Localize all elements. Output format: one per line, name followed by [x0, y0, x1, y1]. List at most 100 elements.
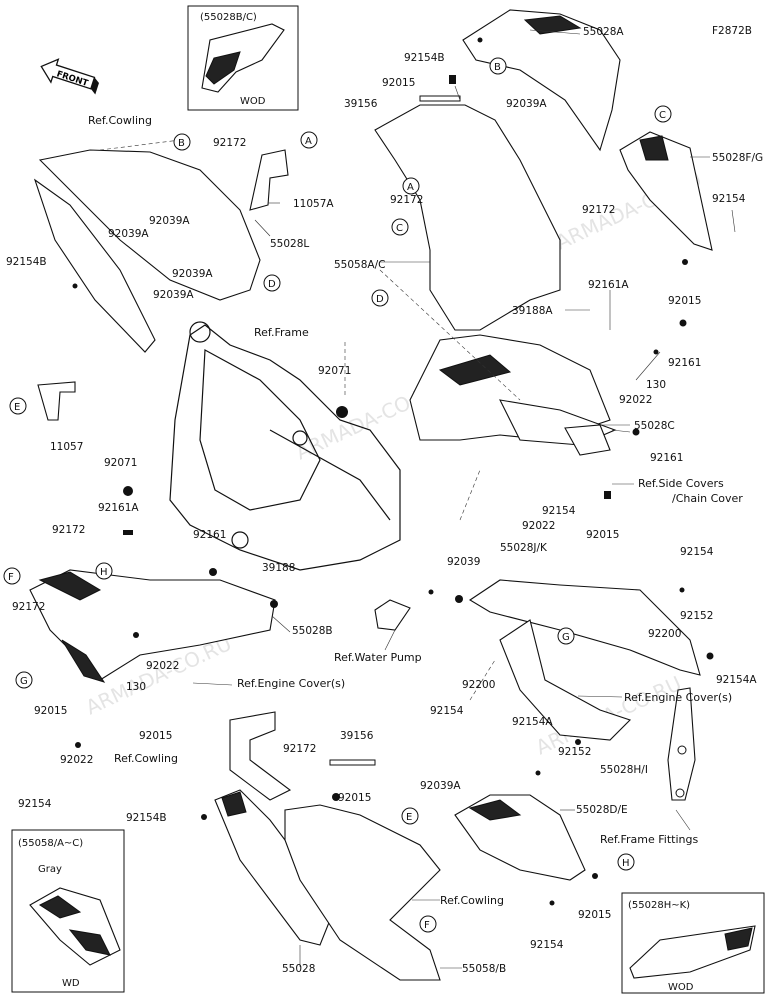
svg-text:D: D [268, 279, 276, 290]
label-92200: 92200 [462, 679, 495, 691]
inset-bottom-left-caption: WD [62, 978, 80, 989]
callout-f: F [3, 567, 21, 585]
ref-frame-fittings: Ref.Frame Fittings [600, 833, 698, 846]
label-92015: 92015 [34, 705, 67, 717]
diagram-code: F2872B [712, 25, 752, 37]
label-92161: 39188 [262, 562, 295, 574]
label-92015: 92015 [139, 730, 172, 742]
svg-text:G: G [562, 632, 570, 643]
label-92154: 92154 [680, 546, 714, 558]
label-92154: 92154 [542, 505, 576, 517]
label-92071: 92071 [104, 457, 137, 469]
ref-cowling: Ref.Cowling [88, 114, 152, 127]
inset-top: (55028B/C) WOD [187, 5, 299, 111]
inset-bottom-right: (55028H~K) WOD [621, 892, 765, 994]
label-92152: 92152 [558, 746, 591, 758]
callout-c: C [654, 105, 672, 123]
ref-side-covers: Ref.Side Covers [638, 477, 724, 490]
part-55058-B [284, 804, 441, 981]
svg-text:C: C [659, 110, 666, 121]
label-92172: 92172 [390, 194, 423, 206]
ref-cowling: Ref.Cowling [114, 752, 178, 765]
label-92039: 92039 [447, 556, 480, 568]
label-92161: 92161 [668, 357, 701, 369]
callout-h: H [95, 562, 113, 580]
label-130: 130 [126, 681, 146, 693]
label-92022: 92022 [619, 394, 652, 406]
label-92161: 92161 [193, 529, 226, 541]
front-arrow-icon: FRONT [40, 58, 99, 95]
callout-d: D [263, 274, 281, 292]
callout-g: G [557, 627, 575, 645]
label-92039A: 92039A [149, 215, 190, 227]
label-55028FG: 55028F/G [712, 152, 763, 164]
label-92015: 92015 [338, 792, 371, 804]
svg-text:H: H [100, 567, 108, 578]
callout-b: B [489, 57, 507, 75]
callouts: A A B B C C D D E E F F G G H H [3, 57, 672, 933]
frame-sketch [169, 321, 401, 571]
part-55028J-K [468, 579, 701, 676]
inset-bottom-left: (55058/A~C) Gray WD [11, 829, 125, 993]
inset-bottom-right-title: (55028H~K) [628, 900, 690, 911]
part-55028H-I [499, 619, 632, 741]
svg-text:E: E [14, 402, 20, 413]
label-55028A: 55028A [583, 26, 624, 38]
inset-top-title: (55028B/C) [200, 12, 257, 23]
label-39156: 39156 [344, 98, 378, 110]
inset-bottom-left-title: (55058/A~C) [18, 838, 83, 849]
svg-text:H: H [622, 858, 630, 869]
label-92039A: 92039A [108, 228, 149, 240]
svg-text:B: B [178, 138, 185, 149]
label-55028B: 55028B [292, 625, 333, 637]
label-92015: 92015 [668, 295, 701, 307]
label-92172: 92172 [283, 743, 316, 755]
ref-engine-covers: Ref.Engine Cover(s) [237, 677, 345, 690]
label-39188A: 39188A [512, 305, 553, 317]
inset-bottom-left-color: Gray [38, 864, 62, 875]
label-92172: 92172 [582, 204, 615, 216]
label-92154: 92154 [430, 705, 464, 717]
label-92039A: 92039A [153, 289, 194, 301]
label-55028JK: 55028J/K [500, 542, 548, 554]
label-92154A: 92154A [512, 716, 553, 728]
label-92161A: 92161A [588, 279, 629, 291]
callout-h: H [617, 853, 635, 871]
ref-frame: Ref.Frame [254, 326, 309, 339]
label-39156: 39156 [340, 730, 374, 742]
ref-cowling: Ref.Cowling [440, 894, 504, 907]
svg-text:D: D [376, 294, 384, 305]
label-92154: 92154 [712, 193, 746, 205]
part-55028F-G [619, 131, 713, 251]
label-92154: 92154 [18, 798, 52, 810]
label-92152: 92152 [680, 610, 713, 622]
ref-water-pump: Ref.Water Pump [334, 651, 422, 664]
fasteners [72, 37, 714, 906]
label-92154B: 92154B [404, 52, 445, 64]
callout-e: E [9, 397, 27, 415]
label-55058AC: 55058A/C [334, 259, 385, 271]
label-11057A: 11057A [293, 198, 334, 210]
dashed-leaders [99, 139, 521, 701]
svg-text:A: A [305, 136, 312, 147]
callout-f: F [419, 915, 437, 933]
callout-d: D [371, 289, 389, 307]
label-55028DE: 55028D/E [576, 804, 628, 816]
label-39188: 92172 [12, 601, 45, 613]
ref-chain-cover: /Chain Cover [672, 492, 743, 505]
label-11057: 11057 [50, 441, 83, 453]
label-55058B: 55058/B [462, 963, 506, 975]
inset-top-caption: WOD [240, 96, 266, 107]
ref-engine-covers: Ref.Engine Cover(s) [624, 691, 732, 704]
label-92022: 92022 [146, 660, 179, 672]
part-55028L [38, 149, 261, 301]
label-92039A: 92039A [172, 268, 213, 280]
leader-lines [192, 29, 736, 969]
part-55028 [214, 789, 331, 946]
label-55028L: 55028L [270, 238, 309, 250]
label-55028C: 55028C [634, 420, 675, 432]
label-92161A: 92161A [98, 502, 139, 514]
callout-b: B [173, 133, 191, 151]
label-92022: 92022 [522, 520, 555, 532]
